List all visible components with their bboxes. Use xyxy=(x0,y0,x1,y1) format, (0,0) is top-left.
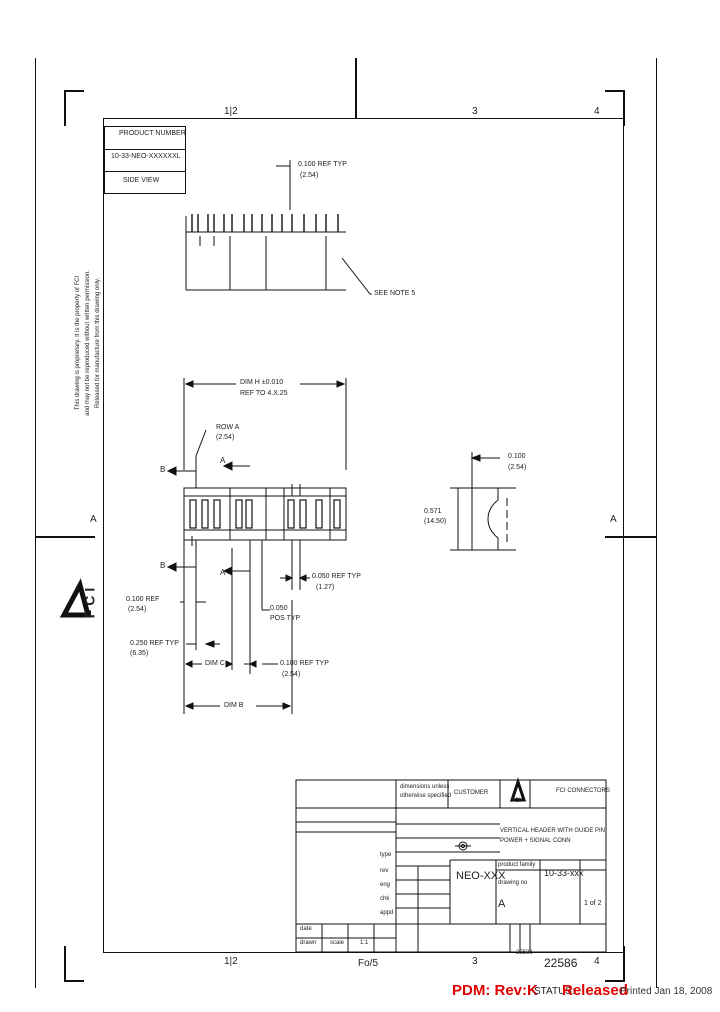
top-pitch-label: 0.100 REF TYP xyxy=(298,161,347,168)
product-box-divider-2 xyxy=(105,171,185,172)
tb-customer: CUSTOMER xyxy=(454,790,489,796)
frame-right-border xyxy=(656,58,657,988)
pitch-050-label: 0.050 REF TYP xyxy=(312,573,361,580)
pitch-050-mm: (1.27) xyxy=(316,584,335,591)
dim-h-label: DIM H ±0.010 xyxy=(240,379,284,386)
corner-bl-v xyxy=(64,946,66,982)
tb-part-code: 22586 xyxy=(516,950,533,956)
title-logo-mark-icon xyxy=(509,777,527,802)
tb-drawing-number-label: drawing no xyxy=(498,880,528,886)
section-b-bottom: B xyxy=(160,561,166,570)
inner-frame-top xyxy=(103,118,623,119)
frame-left-border xyxy=(35,58,36,988)
tb-company: FCI CONNECTORS xyxy=(556,788,610,794)
corner-tr-v xyxy=(623,90,625,126)
see-note-label: SEE NOTE 5 xyxy=(374,290,416,297)
corner-bl-h xyxy=(64,980,84,982)
ref-100-mm: (2.54) xyxy=(128,606,147,613)
end-view-connector xyxy=(450,452,516,551)
top-pitch-mm: (2.54) xyxy=(300,172,319,179)
dim-b-label: DIM B xyxy=(224,702,244,709)
ref-250-label: 0.250 REF TYP xyxy=(130,640,179,647)
front-view-connector xyxy=(183,484,347,546)
zone-bottom-b: 3 xyxy=(472,956,478,967)
tb-row-date: date xyxy=(300,926,312,932)
right-dim-mm: (2.54) xyxy=(508,464,527,471)
bottom-center-label: Fo/5 xyxy=(358,958,379,969)
status-value: Released xyxy=(562,982,628,999)
tb-footer-mid: scale xyxy=(330,940,345,946)
title-block-lines xyxy=(295,779,607,953)
tb-dimensions-sub: otherwise specified xyxy=(400,793,452,799)
section-a-top: A xyxy=(220,456,226,465)
tb-logo-text: FCI xyxy=(511,798,521,804)
printed-date: Printed Jan 18, 2008 xyxy=(620,986,713,997)
inner-frame-left xyxy=(103,118,104,952)
corner-br-h xyxy=(605,980,625,982)
fci-logo-mark-icon xyxy=(59,578,92,618)
tb-product-family: product family xyxy=(498,862,536,868)
zone-side-right: A xyxy=(610,514,617,525)
bottom-part-number: 22586 xyxy=(544,956,578,970)
corner-tl-h xyxy=(64,90,84,92)
corner-tl-v xyxy=(64,90,66,126)
zone-bottom-a: 1|2 xyxy=(224,956,238,967)
side-050-sub: POS TYP xyxy=(270,615,301,622)
product-view-label: SIDE VIEW xyxy=(123,177,160,184)
product-number-value: 10-33-NEO-XXXXXXL xyxy=(111,153,181,160)
row-pitch-mm: (2.54) xyxy=(216,434,235,441)
right-mid-tick xyxy=(605,536,657,538)
corner-tr-h xyxy=(605,90,625,92)
tb-title-line-2: POWER + SIGNAL CONN xyxy=(500,838,571,844)
product-box-divider-1 xyxy=(105,149,185,150)
right-height-mm: (14.50) xyxy=(424,518,447,525)
section-b-top: B xyxy=(160,465,166,474)
ref-100b-label: 0.100 REF TYP xyxy=(280,660,329,667)
tb-row-appd: appd xyxy=(380,910,394,916)
status-label: STATUS: xyxy=(534,986,575,997)
zone-side-left: A xyxy=(90,514,97,525)
right-dim-label: 0.100 xyxy=(508,453,526,460)
ref-250-mm: (6.35) xyxy=(130,650,149,657)
inner-frame-right xyxy=(623,118,624,952)
zone-top-b: 3 xyxy=(472,106,478,117)
top-center-tick xyxy=(355,58,357,118)
zone-top-c: 4 xyxy=(594,106,600,117)
tb-title-line-1: VERTICAL HEADER WITH GUIDE PIN xyxy=(500,828,606,834)
left-mid-tick xyxy=(35,536,95,538)
corner-br-v xyxy=(623,946,625,982)
dim-h-sub: REF TO 4.X.25 xyxy=(240,390,288,397)
right-height-label: 0.571 xyxy=(424,508,442,515)
tb-footer-right: 1:1 xyxy=(360,940,369,946)
tb-row-rev: rev xyxy=(380,868,389,874)
side-view-connector xyxy=(185,160,372,295)
tb-drawing-number: 10-33-xxx xyxy=(544,868,584,878)
dim-c-label: DIM C xyxy=(205,660,225,667)
tb-row-eng: eng xyxy=(380,882,391,888)
zone-top-a: 1|2 xyxy=(224,106,238,117)
tb-row-chk: chk xyxy=(380,896,390,902)
ref-100b-mm: (2.54) xyxy=(282,671,301,678)
ref-100-label: 0.100 REF xyxy=(126,596,160,603)
product-number-label: PRODUCT NUMBER xyxy=(119,130,186,137)
tb-footer-left: drawn xyxy=(300,940,317,946)
tb-row-type: type xyxy=(380,852,392,858)
row-a-label: ROW A xyxy=(216,424,240,431)
pdm-revision: PDM: Rev:K xyxy=(452,982,538,999)
section-a-bottom: A xyxy=(220,568,226,577)
tb-dimensions-label: dimensions unless xyxy=(400,784,450,790)
tb-size: A xyxy=(498,898,506,910)
fci-logo-side: FCI xyxy=(52,565,112,635)
zone-bottom-c: 4 xyxy=(594,956,600,967)
tb-sheet: 1 of 2 xyxy=(584,900,602,907)
side-050-label: 0.050 xyxy=(270,605,288,612)
product-number-box: PRODUCT NUMBER 10-33-NEO-XXXXXXL SIDE VI… xyxy=(104,126,186,194)
tb-product-family-value: NEO-XXX xyxy=(456,870,506,882)
